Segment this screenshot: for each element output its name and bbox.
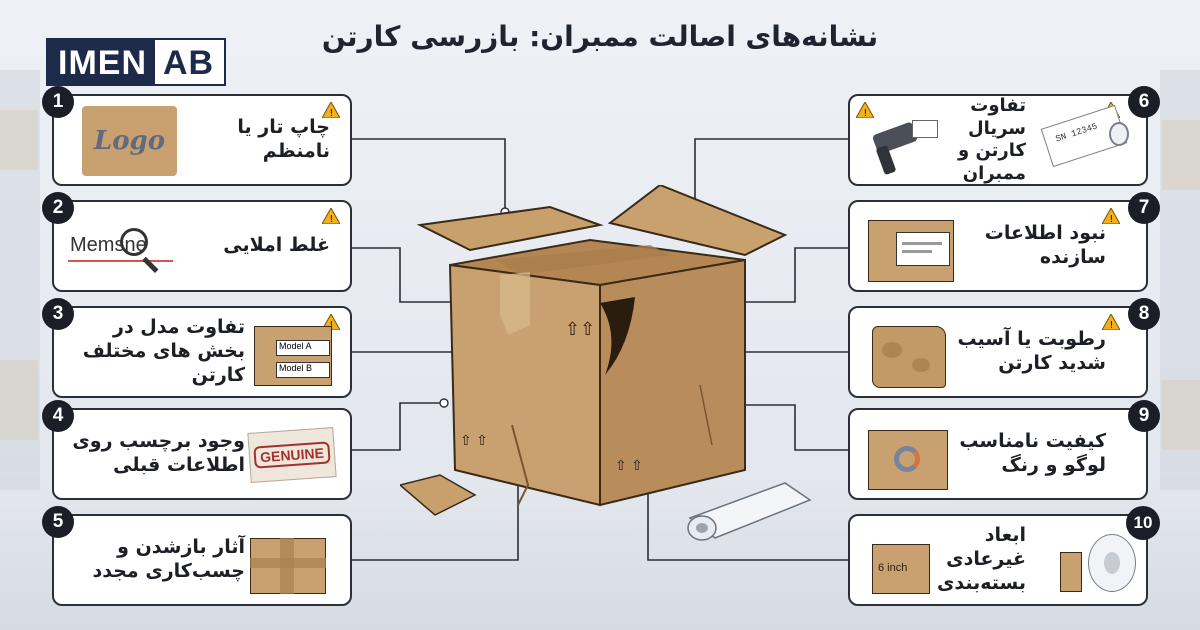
card-number-badge: 10	[1126, 506, 1160, 540]
central-cardboard-box: ⇧⇧ ⇧ ⇧ ⇧ ⇧	[400, 185, 788, 516]
svg-text:!: !	[329, 320, 333, 330]
card-text: تفاوت سریال کارتن و ممبران	[957, 95, 1026, 184]
bg-box	[0, 110, 38, 170]
svg-text:⇧⇧: ⇧⇧	[565, 319, 595, 340]
bg-box	[0, 360, 38, 440]
warning-icon: !	[1102, 314, 1120, 330]
card-number-badge: 8	[1128, 298, 1160, 330]
svg-text:!: !	[329, 214, 333, 224]
card-serial-mismatch: 6 ! ! SN 12345 تفاوت سریال کارتن و ممبرا…	[848, 86, 1160, 186]
label-model-b: Model B	[276, 362, 330, 378]
card-text: چاپ تار یا نامنظم	[237, 116, 330, 162]
card-abnormal-dimensions: 10 6 inch ابعاد غیرعادی بسته‌بندی	[848, 506, 1160, 606]
card-text: رطوبت یا آسیب شدید کارتن	[957, 328, 1106, 374]
bg-box	[1162, 120, 1200, 190]
card-moisture-damage: 8 ! رطوبت یا آسیب شدید کارتن	[848, 298, 1160, 398]
barcode-scanner-icon	[866, 106, 941, 176]
page-title: نشانه‌های اصالت ممبران: بازرسی کارتن	[321, 20, 879, 53]
size-box-text: 6 inch	[878, 562, 908, 574]
card-number-badge: 3	[42, 298, 74, 330]
svg-text:!: !	[329, 108, 333, 118]
card-spelling-error: 2 ! Memsne غلط املایی	[42, 192, 352, 292]
logo-part-1: IMEN	[48, 40, 155, 84]
card-retaped: 5 آثار بازشدن و چسب‌کاری مجدد	[42, 506, 352, 606]
card-overlay-sticker: 4 GENUINE وجود برچسب روی اطلاعات قبلی	[42, 400, 352, 500]
card-text: وجود برچسب روی اطلاعات قبلی	[72, 430, 245, 476]
card-no-manufacturer-info: 7 ! نبود اطلاعات سازنده	[848, 192, 1160, 292]
membrane-roll-illustration	[687, 482, 812, 541]
label-model-a: Model A	[276, 340, 330, 356]
box-labels-icon: Model A Model B	[254, 318, 339, 388]
card-model-mismatch: 3 ! Model A Model B تفاوت مدل در بخش های…	[42, 298, 352, 398]
logo-part-2: AB	[155, 40, 225, 84]
card-poor-logo-quality: 9 کیفیت نامناسب لوگو و رنگ	[848, 400, 1160, 500]
card-text: کیفیت نامناسب لوگو و رنگ	[959, 430, 1106, 476]
svg-text:!: !	[1109, 214, 1113, 224]
card-number-badge: 5	[42, 506, 74, 538]
card-text: تفاوت مدل در بخش های مختلف کارتن	[82, 316, 245, 386]
card-text: غلط املایی	[223, 234, 330, 257]
svg-text:⇧ ⇧: ⇧ ⇧	[615, 458, 643, 474]
warning-icon: !	[322, 102, 340, 118]
warning-icon: !	[322, 208, 340, 224]
warning-icon: !	[1102, 208, 1120, 224]
brand-logo: IMEN AB	[46, 38, 227, 86]
damaged-box-icon	[868, 318, 963, 388]
size-box-icon: 6 inch	[868, 526, 938, 596]
card-number-badge: 4	[42, 400, 74, 432]
blurry-logo-icon: Logo	[82, 106, 177, 176]
card-number-badge: 2	[42, 192, 74, 224]
card-text: آثار بازشدن و چسب‌کاری مجدد	[92, 536, 245, 582]
faded-logo-box-icon	[868, 420, 963, 490]
card-number-badge: 1	[42, 86, 74, 118]
blank-label-box-icon	[868, 212, 963, 282]
stamp-text: GENUINE	[253, 441, 331, 469]
card-text: نبود اطلاعات سازنده	[984, 222, 1106, 268]
serial-roll-icon: SN 12345	[1040, 104, 1135, 172]
bg-box	[1162, 380, 1200, 450]
svg-text:⇧ ⇧: ⇧ ⇧	[460, 433, 488, 449]
warning-icon: !	[856, 102, 874, 118]
retaped-box-icon	[250, 526, 335, 596]
shelf-right	[1160, 70, 1200, 490]
card-number-badge: 6	[1128, 86, 1160, 118]
card-number-badge: 9	[1128, 400, 1160, 432]
card-text: ابعاد غیرعادی بسته‌بندی	[936, 524, 1026, 594]
membrane-roll-icon	[1060, 532, 1140, 596]
magnifier-icon: Memsne	[68, 212, 178, 282]
thumb-logo-text: Logo	[93, 126, 166, 156]
card-number-badge: 7	[1128, 192, 1160, 224]
card-blurry-print: 1 ! Logo چاپ تار یا نامنظم	[42, 86, 352, 186]
svg-text:!: !	[1109, 320, 1113, 330]
stamp-icon: GENUINE	[247, 420, 339, 490]
svg-text:!: !	[863, 108, 867, 118]
shelf-left	[0, 70, 40, 490]
